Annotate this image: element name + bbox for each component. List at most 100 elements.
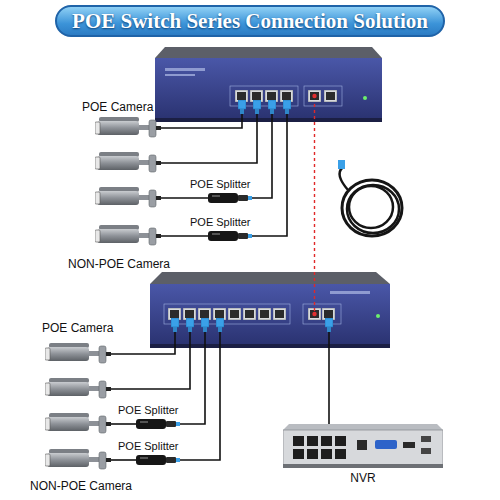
cascade-link (314, 104, 315, 312)
non-poe-camera (45, 413, 111, 433)
coil-loop (349, 186, 393, 228)
port (258, 308, 271, 320)
plug (216, 318, 224, 332)
non-poe-camera (95, 187, 161, 207)
splitter-plug (248, 196, 252, 200)
ethernet-wire (180, 332, 205, 424)
poe-camera (95, 152, 161, 172)
nvr-port (307, 436, 318, 446)
poe-camera (45, 378, 111, 398)
coil-loop (347, 185, 399, 233)
switch-logo (165, 74, 195, 76)
splitter-plug (176, 422, 180, 426)
splitter-jack (238, 233, 248, 239)
nvr-port (293, 449, 304, 459)
switch-logo (165, 68, 205, 71)
plug (253, 100, 261, 114)
splitter-plug (248, 234, 252, 238)
splitter-highlight (212, 233, 220, 235)
port-frame (164, 304, 290, 324)
splitter-label: POE Splitter (190, 177, 270, 191)
poe-camera (45, 343, 111, 363)
ethernet-wire (161, 114, 257, 163)
poe-splitter: POE Splitter (118, 439, 198, 469)
splitter-body (208, 231, 238, 241)
splitter-body (208, 193, 238, 203)
non-poe-camera (95, 225, 161, 245)
plug (171, 318, 179, 332)
ethernet-wire (111, 332, 175, 354)
nvr-top-face (283, 424, 443, 430)
switch-top-face (155, 47, 382, 58)
splitter-label: POE Splitter (118, 439, 198, 453)
ethernet-wire (161, 114, 242, 128)
port-frame (303, 304, 341, 324)
port-frame (304, 86, 342, 106)
ethernet-wire (111, 459, 136, 461)
cable-coil (338, 160, 402, 236)
coil-loop (342, 180, 402, 236)
splitter-highlight (212, 195, 220, 197)
nvr-port (307, 449, 318, 459)
nvr-symbol (283, 420, 443, 470)
device-label: POE Camera (82, 100, 153, 114)
rj45-plug (338, 160, 345, 169)
ethernet-wire (111, 332, 190, 389)
port (273, 308, 286, 320)
ethernet-wire (180, 332, 220, 460)
nvr-base (283, 464, 443, 468)
poe-splitter: POE Splitter (118, 403, 198, 433)
port (228, 308, 241, 320)
port (308, 90, 321, 102)
splitter-jack (166, 457, 176, 463)
splitter-symbol (118, 453, 198, 467)
ethernet-wire (252, 114, 272, 198)
splitter-highlight (140, 421, 148, 423)
plug (325, 318, 333, 332)
title-banner: POE Switch Series Connection Solution (55, 5, 445, 37)
wires-bottom (111, 332, 329, 460)
poe-camera (95, 117, 161, 137)
usb-port (421, 436, 431, 442)
hdmi-port (403, 442, 415, 448)
splitter-jack (238, 195, 248, 201)
wires-top (161, 114, 287, 236)
switch-logo (330, 291, 370, 294)
splitter-body (136, 419, 166, 429)
splitter-symbol (118, 417, 198, 431)
switch-front (155, 58, 382, 120)
usb-port (421, 448, 431, 454)
port (324, 90, 337, 102)
plug (268, 100, 276, 114)
poe-splitter: POE Splitter (190, 215, 270, 245)
plug (283, 100, 291, 114)
ethernet-wire (161, 235, 208, 237)
vga-port (375, 440, 397, 449)
switch-base (155, 118, 382, 122)
coil-end (340, 168, 348, 190)
ethernet-wire (328, 332, 330, 424)
poe-switch-top (155, 47, 382, 122)
device-label: NVR (283, 470, 443, 486)
device-label: NON-POE Camera (68, 257, 170, 271)
poe-switch-bottom (150, 272, 390, 348)
nvr-lan-port (357, 440, 367, 450)
switch-base (150, 344, 390, 348)
splitter-plug (176, 458, 180, 462)
nvr-port (335, 449, 346, 459)
splitter-body (136, 455, 166, 465)
device-label: NON-POE Camera (30, 479, 132, 493)
ethernet-wire (111, 423, 136, 425)
uplink-mark (312, 312, 316, 316)
splitter-symbol (190, 229, 270, 243)
nvr-front (283, 430, 443, 466)
power-led (376, 314, 380, 318)
device-label: POE Camera (42, 321, 113, 335)
ethernet-wire (161, 197, 208, 199)
switch-top-face (150, 272, 390, 284)
plug (186, 318, 194, 332)
splitter-jack (166, 421, 176, 427)
splitter-symbol (190, 191, 270, 205)
splitter-highlight (140, 457, 148, 459)
